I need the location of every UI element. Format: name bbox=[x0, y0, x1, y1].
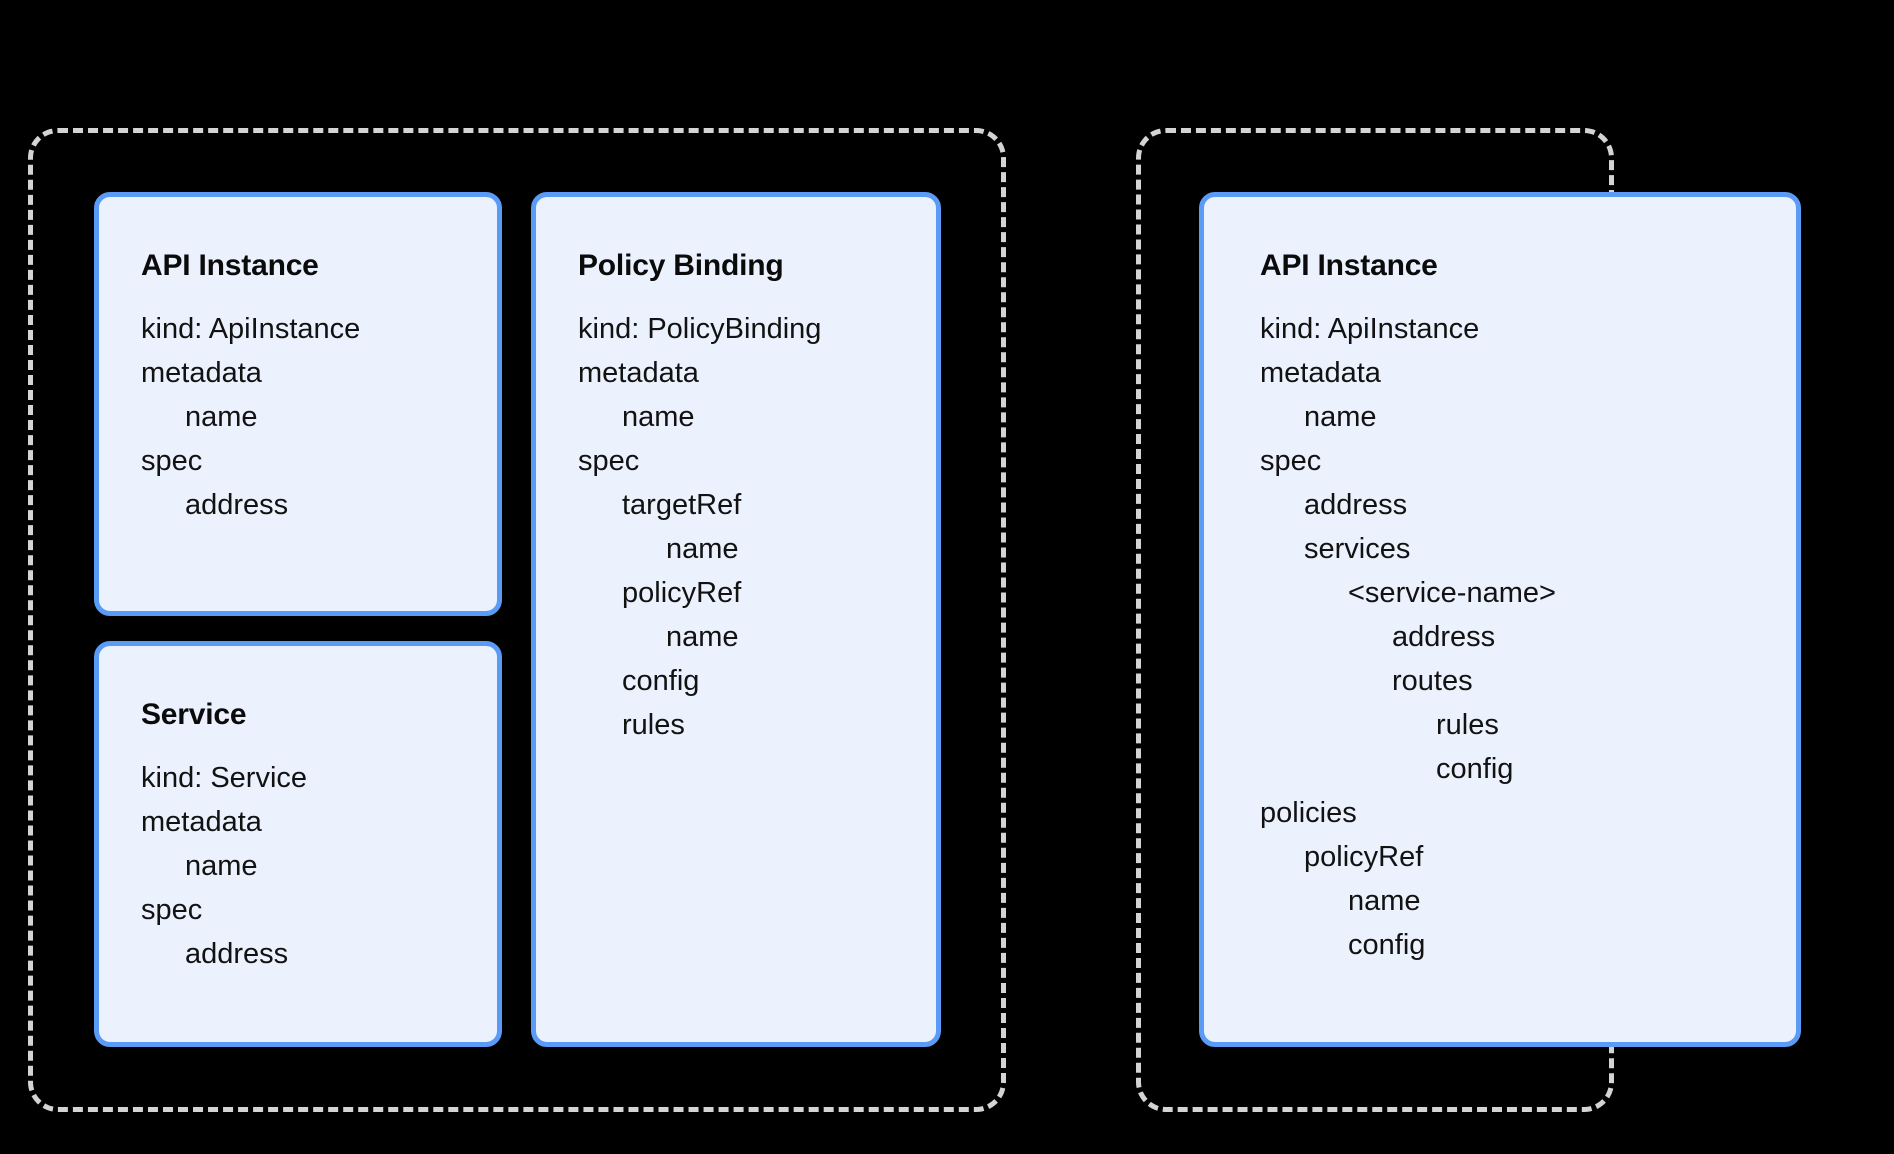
card-title-api-instance-right: API Instance bbox=[1260, 249, 1438, 282]
card-fields-service: kind: Service metadata name spec address bbox=[141, 756, 497, 976]
field-line: config bbox=[622, 665, 700, 697]
card-policy-binding[interactable]: Policy Binding kind: PolicyBinding metad… bbox=[531, 192, 941, 1047]
field-line: policies bbox=[1260, 797, 1357, 829]
field-line: kind: Service bbox=[141, 762, 308, 794]
field-line: kind: ApiInstance bbox=[1260, 313, 1480, 345]
field-line: metadata bbox=[578, 357, 699, 389]
field-line: metadata bbox=[1260, 357, 1381, 389]
field-line: <service-name> bbox=[1348, 577, 1556, 609]
field-line: name bbox=[666, 621, 739, 653]
field-line: rules bbox=[1436, 709, 1499, 741]
card-service[interactable]: Service kind: Service metadata name spec… bbox=[94, 641, 502, 1047]
field-line: name bbox=[185, 401, 258, 433]
field-line: kind: ApiInstance bbox=[141, 313, 361, 345]
card-title-service: Service bbox=[141, 698, 247, 731]
card-fields-api-instance-left: kind: ApiInstance metadata name spec add… bbox=[141, 307, 497, 527]
card-api-instance-right[interactable]: API Instance kind: ApiInstance metadata … bbox=[1199, 192, 1801, 1047]
field-line: kind: PolicyBinding bbox=[578, 313, 822, 345]
field-line: name bbox=[185, 850, 258, 882]
field-line: spec bbox=[141, 894, 203, 926]
field-line: name bbox=[1348, 885, 1421, 917]
field-line: spec bbox=[141, 445, 203, 477]
card-title-api-instance-left: API Instance bbox=[141, 249, 319, 282]
left-group-container bbox=[28, 128, 1006, 1112]
field-line: metadata bbox=[141, 806, 262, 838]
field-line: config bbox=[1348, 929, 1426, 961]
field-line: spec bbox=[578, 445, 640, 477]
field-line: targetRef bbox=[622, 489, 742, 521]
field-line: routes bbox=[1392, 665, 1473, 697]
field-line: policyRef bbox=[622, 577, 742, 609]
field-line: rules bbox=[622, 709, 685, 741]
card-fields-policy-binding: kind: PolicyBinding metadata name spec t… bbox=[578, 307, 936, 747]
field-line: address bbox=[185, 938, 289, 970]
field-line: address bbox=[1304, 489, 1408, 521]
field-line: address bbox=[185, 489, 289, 521]
field-line: config bbox=[1436, 753, 1514, 785]
card-fields-api-instance-right: kind: ApiInstance metadata name spec add… bbox=[1260, 307, 1796, 967]
field-line: name bbox=[622, 401, 695, 433]
field-line: spec bbox=[1260, 445, 1322, 477]
field-line: metadata bbox=[141, 357, 262, 389]
field-line: policyRef bbox=[1304, 841, 1424, 873]
card-api-instance-left[interactable]: API Instance kind: ApiInstance metadata … bbox=[94, 192, 502, 616]
field-line: name bbox=[1304, 401, 1377, 433]
field-line: address bbox=[1392, 621, 1496, 653]
field-line: services bbox=[1304, 533, 1411, 565]
card-title-policy-binding: Policy Binding bbox=[578, 249, 784, 282]
field-line: name bbox=[666, 533, 739, 565]
